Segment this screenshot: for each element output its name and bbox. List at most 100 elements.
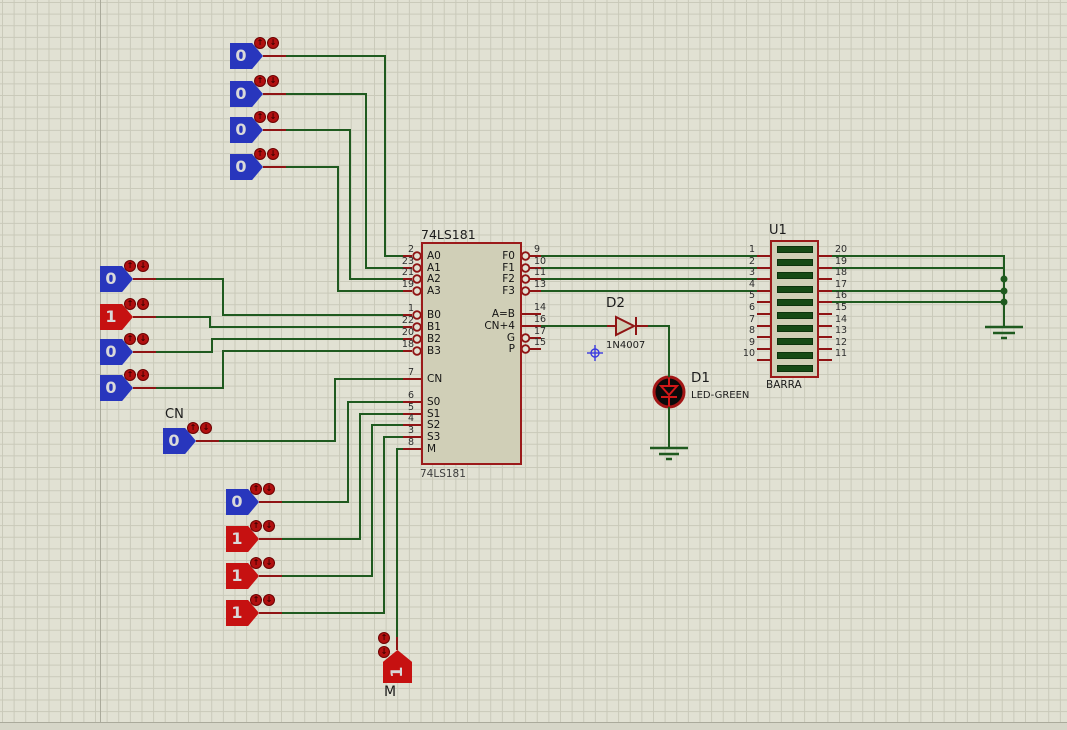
toggle-up-button[interactable]: ↑ <box>254 75 266 87</box>
chip-pin-bubble <box>412 274 422 284</box>
chip-pin-number: 4 <box>407 413 414 424</box>
wire-a1 <box>286 93 403 269</box>
chip-74ls181-body[interactable] <box>421 242 522 465</box>
chip-pin-number: 21 <box>401 267 414 278</box>
bar-segment <box>777 272 813 279</box>
junction-dot <box>1000 287 1008 295</box>
logic-state-value: 0 <box>168 431 180 450</box>
bar-segment <box>777 299 813 306</box>
toggle-up-button[interactable]: ↑ <box>124 298 136 310</box>
chip-pin-label-B0: B0 <box>427 309 441 321</box>
wire-s2 <box>282 424 403 577</box>
chip-pin-number: 23 <box>401 256 414 267</box>
toggle-down-button[interactable]: ↓ <box>378 646 390 658</box>
toggle-up-button[interactable]: ↑ <box>254 148 266 160</box>
chip-pin-label-A1: A1 <box>427 262 441 274</box>
toggle-up-button[interactable]: ↑ <box>254 111 266 123</box>
toggle-down-button[interactable]: ↓ <box>200 422 212 434</box>
toggle-down-button[interactable]: ↓ <box>263 520 275 532</box>
chip-pin-number: 20 <box>401 327 414 338</box>
chip-pin-bubble <box>412 286 422 296</box>
chip-pin-label-B1: B1 <box>427 321 441 333</box>
toggle-down-button[interactable]: ↓ <box>263 594 275 606</box>
wire-s0 <box>282 401 403 503</box>
junction-dot <box>1000 275 1008 283</box>
toggle-up-button[interactable]: ↑ <box>250 557 262 569</box>
toggle-up-button[interactable]: ↑ <box>124 260 136 272</box>
wire-b0 <box>156 278 403 316</box>
bar-segment <box>777 365 813 372</box>
toggle-down-button[interactable]: ↓ <box>267 111 279 123</box>
chip-pin-label-A0: A0 <box>427 250 441 262</box>
chip-pin-label-M: M <box>427 443 437 455</box>
bar-segment <box>777 246 813 253</box>
chip-pin-label-F0: F0 <box>502 250 515 262</box>
chip-pin-number: 7 <box>407 367 414 378</box>
chip-pin-label-G: G <box>506 332 515 344</box>
wire-diode-led <box>648 325 670 377</box>
logic-state-value: 1 <box>231 529 243 548</box>
bar-segment <box>777 338 813 345</box>
chip-pin-bubble <box>520 286 531 296</box>
chip-pin-number: 11 <box>534 267 547 278</box>
toggle-up-button[interactable]: ↑ <box>378 632 390 644</box>
chip-pin-number: 6 <box>407 390 414 401</box>
chip-pin-label-A3: A3 <box>427 285 441 297</box>
toggle-down-button[interactable]: ↓ <box>137 369 149 381</box>
toggle-down-button[interactable]: ↓ <box>267 37 279 49</box>
toggle-down-button[interactable]: ↓ <box>263 557 275 569</box>
toggle-up-button[interactable]: ↑ <box>187 422 199 434</box>
chip-pin-label-S0: S0 <box>427 396 441 408</box>
toggle-down-button[interactable]: ↓ <box>137 333 149 345</box>
chip-title: 74LS181 <box>421 227 476 242</box>
toggle-up-button[interactable]: ↑ <box>254 37 266 49</box>
ground-symbol <box>985 325 1023 340</box>
bargraph-pin-number: 3 <box>748 267 755 278</box>
toggle-up-button[interactable]: ↑ <box>250 483 262 495</box>
wire-m <box>396 448 403 637</box>
chip-pin-number: 13 <box>534 279 547 290</box>
bargraph-pin-number: 6 <box>748 302 755 313</box>
logic-state-value: 0 <box>235 84 247 103</box>
chip-pin-bubble <box>412 322 422 332</box>
diode-part: 1N4007 <box>606 340 646 351</box>
toggle-down-button[interactable]: ↓ <box>263 483 275 495</box>
bargraph-pin-number: 17 <box>835 279 848 290</box>
chip-pin-label-CN+4: CN+4 <box>484 320 515 332</box>
led-symbol[interactable] <box>652 375 686 409</box>
bargraph-pin-number: 13 <box>835 325 848 336</box>
chip-pin-label-S1: S1 <box>427 408 441 420</box>
toggle-up-button[interactable]: ↑ <box>124 369 136 381</box>
logic-state-value: 0 <box>105 378 117 397</box>
toggle-up-button[interactable]: ↑ <box>250 520 262 532</box>
diode-symbol[interactable] <box>607 315 648 337</box>
chip-pin-number: 16 <box>534 314 547 325</box>
chip-pin-number: 14 <box>534 302 547 313</box>
chip-pin-bubble <box>412 346 422 356</box>
toggle-up-button[interactable]: ↑ <box>124 333 136 345</box>
toggle-down-button[interactable]: ↓ <box>267 148 279 160</box>
chip-pin-number: 9 <box>534 244 541 255</box>
sheet-border-line <box>0 722 1067 723</box>
bargraph-pin-number: 19 <box>835 256 848 267</box>
toggle-down-button[interactable]: ↓ <box>267 75 279 87</box>
bargraph-pin-number: 20 <box>835 244 848 255</box>
bar-segment <box>777 352 813 359</box>
toggle-down-button[interactable]: ↓ <box>137 260 149 272</box>
chip-pin-bubble <box>520 251 531 261</box>
logic-state-value: 0 <box>105 342 117 361</box>
logic-state-value: 1 <box>387 666 406 678</box>
chip-pin-label-A=B: A=B <box>491 308 515 320</box>
bar-segment <box>777 325 813 332</box>
chip-pin-label-P: P <box>508 343 515 355</box>
bargraph-part: BARRA <box>766 379 802 391</box>
toggle-up-button[interactable]: ↑ <box>250 594 262 606</box>
chip-pin-number: 22 <box>401 315 414 326</box>
wire-b2 <box>156 338 403 353</box>
bargraph-pin-number: 9 <box>748 337 755 348</box>
input-label-m: M <box>384 684 397 700</box>
bargraph-pin-number: 15 <box>835 302 848 313</box>
toggle-down-button[interactable]: ↓ <box>137 298 149 310</box>
